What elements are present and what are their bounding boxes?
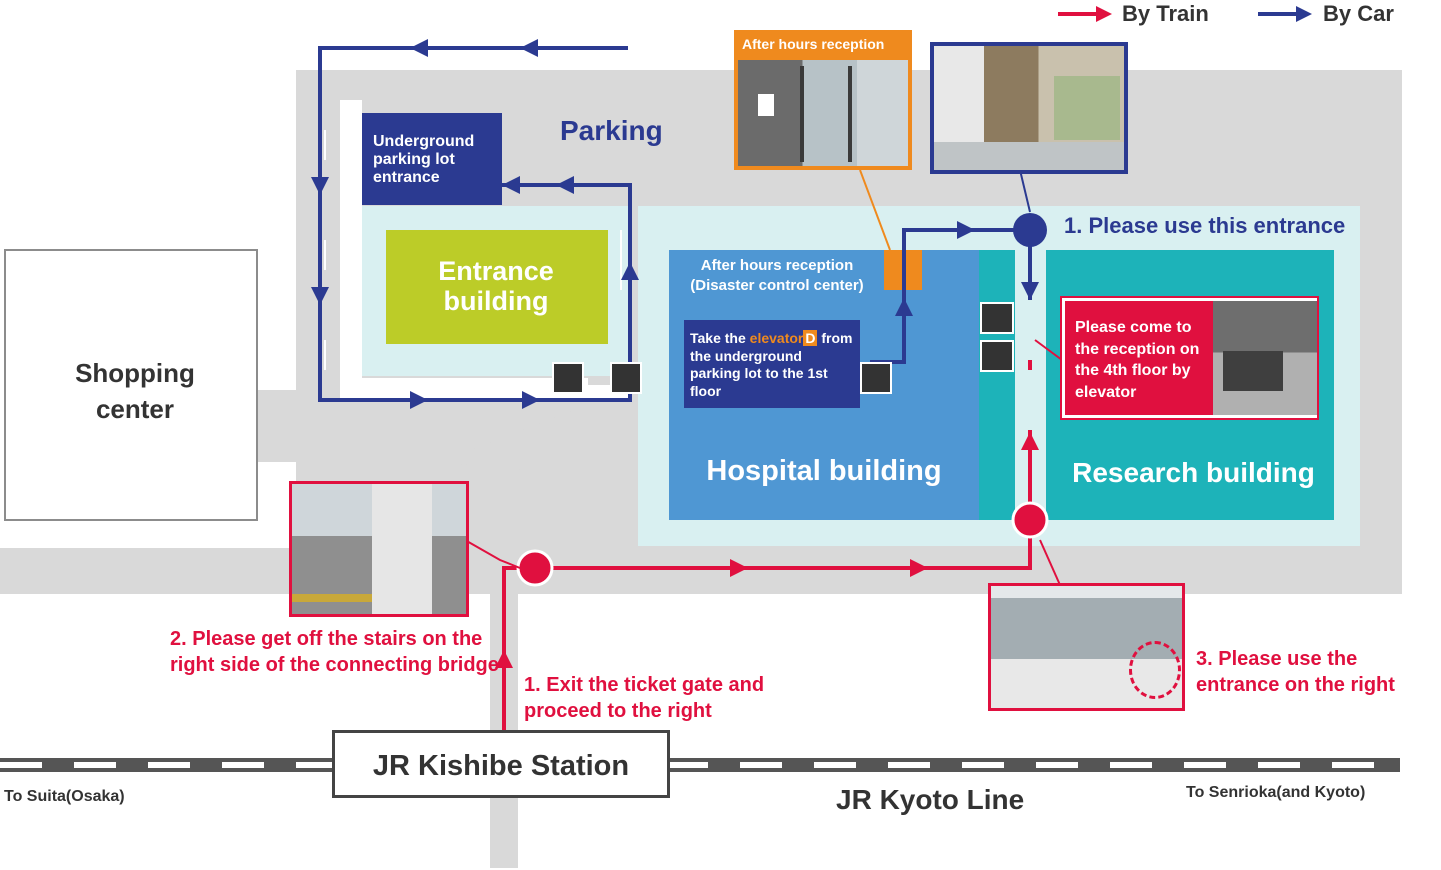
reception-note-text: Please come to the reception on the 4th … xyxy=(1075,319,1200,401)
step3-label: 3. Please use the entrance on the right xyxy=(1196,648,1395,696)
after-hours-photo-title: After hours reception xyxy=(742,36,885,52)
step2-label: 2. Please get off the stairs on the righ… xyxy=(170,628,499,676)
after-hours-center-label: After hours reception (Disaster control … xyxy=(690,257,864,294)
elevator-icon xyxy=(980,340,1014,372)
shopping-center-building xyxy=(4,249,258,521)
elevator-note-post: from the underground parking lot to the … xyxy=(690,330,853,399)
car-route xyxy=(318,46,1032,402)
legend-car-label: By Car xyxy=(1323,1,1394,26)
bridge-exit-marker xyxy=(516,549,554,587)
legend-arrows xyxy=(1058,6,1312,22)
elevator-icon xyxy=(980,302,1014,334)
bridge-photo xyxy=(292,484,466,614)
elevator-note-pre: Take the xyxy=(690,330,750,346)
bridge-photo-callout xyxy=(289,481,469,617)
callout-pointers xyxy=(464,169,1063,586)
elevator-word: elevator xyxy=(749,330,804,346)
railway xyxy=(0,758,1400,772)
station-box: JR Kishibe Station xyxy=(332,730,670,798)
after-hours-photo-callout: After hours reception xyxy=(734,30,912,170)
research-building-label: Research building xyxy=(1072,457,1315,488)
line-label: JR Kyoto Line xyxy=(836,784,1025,815)
research-entrance-photo xyxy=(991,586,1182,708)
elevator-icon xyxy=(860,362,892,394)
to-suita-label: To Suita(Osaka) xyxy=(4,788,125,805)
shopping-center-label: Shopping center xyxy=(75,358,195,425)
connector-corridor xyxy=(979,250,1015,520)
entrance-building-label: Entrance building xyxy=(438,256,554,317)
car-route-dashes xyxy=(324,130,622,398)
elevator-letter: D xyxy=(803,330,818,346)
after-hours-photo xyxy=(738,60,908,166)
elevator-icon xyxy=(552,362,584,394)
research-entrance-photo-callout xyxy=(988,583,1185,711)
legend-train-label: By Train xyxy=(1122,1,1209,26)
underground-parking-entrance-box xyxy=(362,113,502,205)
parking-label: Parking xyxy=(560,115,663,146)
hospital-building-label: Hospital building xyxy=(706,455,942,487)
stairs-icon xyxy=(610,362,642,394)
main-entrance-photo xyxy=(934,46,1124,170)
entrance-building xyxy=(386,230,608,344)
reception-photo xyxy=(1213,301,1317,415)
car-route-arrows xyxy=(311,39,1039,409)
step1-label: 1. Exit the ticket gate and proceed to t… xyxy=(524,674,765,722)
station-label: JR Kishibe Station xyxy=(372,750,630,782)
reception-note-box: Please come to the reception on the 4th … xyxy=(1062,298,1317,418)
train-route-arrows xyxy=(495,432,1039,668)
please-use-entrance-label: 1. Please use this entrance xyxy=(1064,213,1346,238)
research-entrance-marker xyxy=(1011,501,1049,539)
entrance-marker-car xyxy=(1013,213,1047,247)
underground-entrance-label: Underground parking lot entrance xyxy=(373,133,475,186)
to-senrioka-label: To Senrioka(and Kyoto) xyxy=(1186,784,1366,801)
main-entrance-photo-callout xyxy=(930,42,1128,174)
